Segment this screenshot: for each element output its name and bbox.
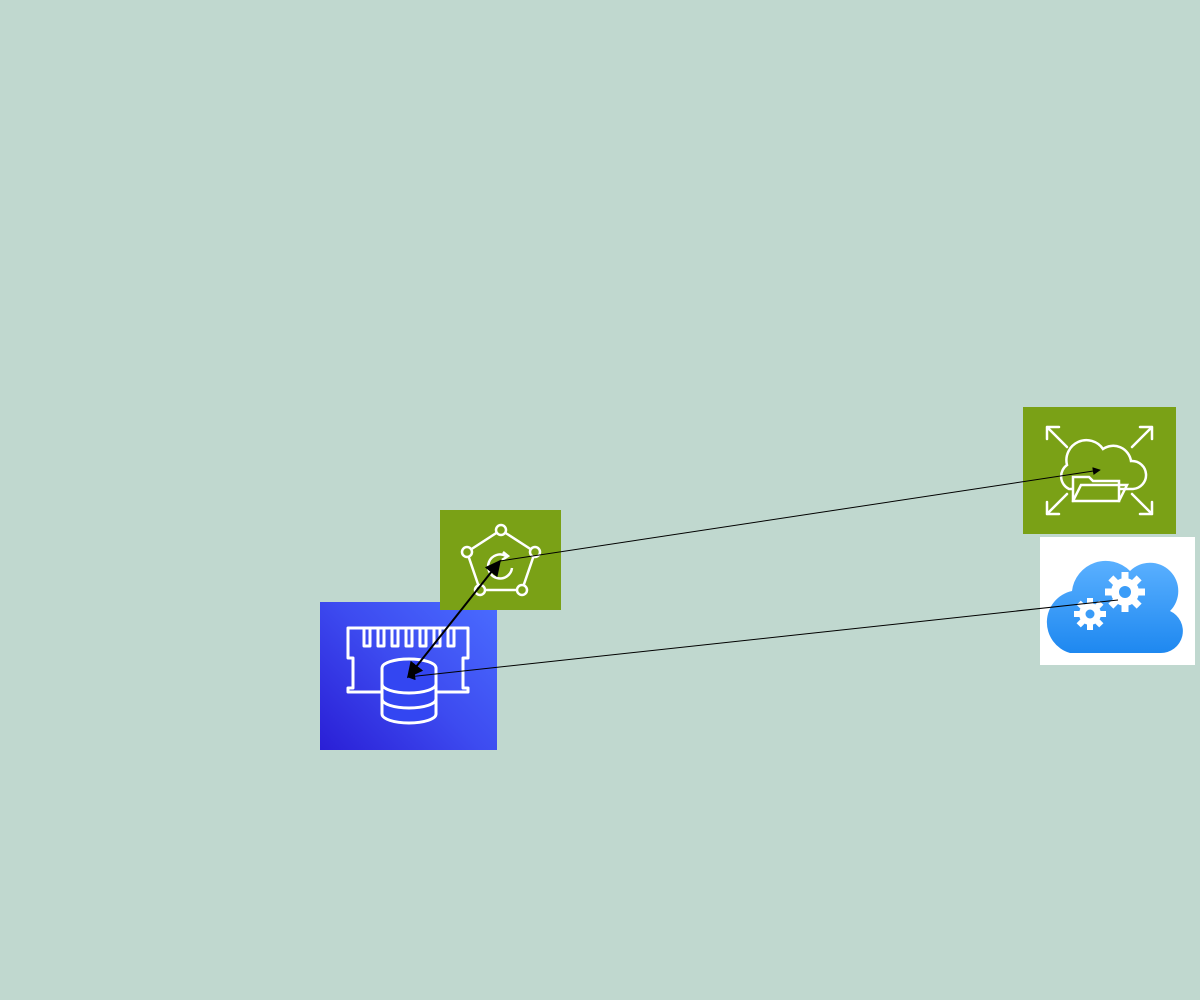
edge-cloud-memdb[interactable] (407, 599, 1119, 681)
in-memory-database-node[interactable] (320, 602, 497, 750)
in-memory-database-icon (346, 626, 470, 725)
edge-mesh-elastic[interactable] (499, 467, 1101, 562)
service-mesh-icon (460, 523, 542, 597)
cloud-gears-node[interactable] (1040, 537, 1195, 665)
elastic-file-system-node[interactable] (1023, 407, 1176, 534)
elastic-file-system-icon (1045, 425, 1154, 516)
service-mesh-node[interactable] (440, 510, 561, 610)
cloud-gears-icon (1046, 560, 1183, 654)
